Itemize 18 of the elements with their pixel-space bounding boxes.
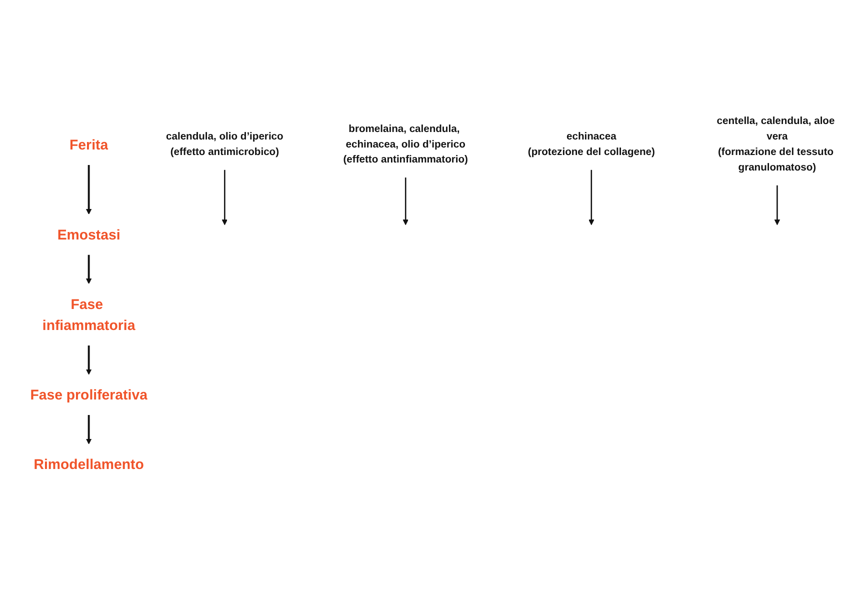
node-text: calendula, olio d’iperico (effetto antimicrobico) — [166, 131, 284, 158]
arrow — [86, 254, 92, 284]
node-text: Fase proliferativa — [30, 386, 148, 403]
arrow — [774, 185, 780, 226]
arrow — [402, 178, 408, 226]
arrow — [86, 346, 92, 375]
node-text: echinacea (protezione del collagene) — [528, 131, 655, 158]
arrow — [588, 170, 594, 226]
arrow — [86, 165, 92, 215]
node-text: Emostasi — [57, 226, 120, 243]
flow-diagram: Ferita Emostasi Fase infiammatoria Fase proliferativa Rimodellamento calendula, olio d’iperico (effetto antimicrobico) bromelaina, calendula, echinacea, olio d’iperico (effetto antinfiammatorio) echinacea (protezione del collagene) centella, calendula, aloe vera (formazione del tessuto granulomatoso) — [0, 99, 866, 490]
node-text: Fase infiammatoria — [42, 296, 136, 334]
node-text: centella, calendula, aloe vera (formazione del tessuto granulomatoso) — [716, 116, 835, 174]
node-text: bromelaina, calendula, echinacea, olio d’iperico (effetto antinfiammatorio) — [343, 124, 468, 166]
arrow — [86, 415, 92, 444]
node-text: Ferita — [70, 136, 108, 153]
arrow — [222, 170, 228, 226]
node-text: Rimodellamento — [34, 456, 144, 472]
